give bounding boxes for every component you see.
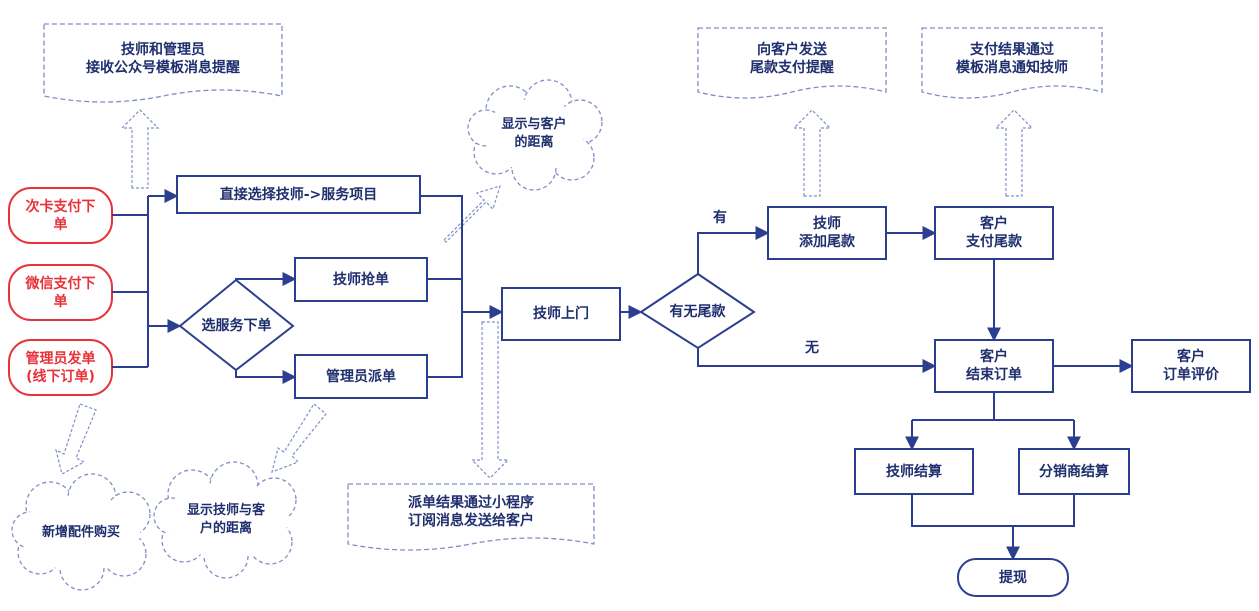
hollow-arrow-up-pay-result (994, 109, 1034, 197)
process-customer-pay-balance: 客户 支付尾款 (966, 216, 1022, 250)
process-tech-visit: 技师上门 (533, 306, 589, 322)
start-card-pay: 次卡支付下 单 (25, 198, 96, 233)
terminal-withdraw-label: 提现 (999, 569, 1027, 586)
connector-tech-settle-down (911, 494, 1075, 527)
process-distributor-settle: 分销商结算 (1039, 463, 1109, 480)
process-grab-order: 技师抢单 (333, 271, 389, 288)
note-shape-template (43, 23, 283, 103)
hollow-arrow-down-dispatch (470, 321, 510, 479)
box-tech-settle (854, 448, 974, 495)
connector-diamond-to-grab (235, 272, 297, 286)
hollow-arrow-diag-distance (443, 185, 501, 243)
edge-label-yes: 有 (713, 210, 727, 226)
cloud-buy-parts: 新增配件购买 (41, 525, 120, 540)
hollow-arrow-up-balance (792, 109, 832, 197)
process-tech-settle: 技师结算 (886, 463, 942, 480)
box-direct-select (176, 175, 421, 214)
box-distributor-settle (1018, 448, 1130, 495)
cloud-show-tech-distance: 显示技师与客 户的距离 (186, 503, 265, 536)
note-shape-dispatch (347, 483, 595, 551)
box-customer-pay-balance (934, 206, 1054, 260)
connector-yes (697, 226, 770, 274)
process-tech-add-balance: 技师 添加尾款 (799, 216, 855, 250)
note-shape-balance (697, 27, 887, 99)
process-customer-end-order: 客户 结束订单 (966, 349, 1022, 383)
box-tech-add-balance (767, 206, 887, 260)
decision-select-order: 选服务下单 (201, 318, 272, 334)
note-pay-result-notice: 支付结果通过 模板消息通知技师 (956, 42, 1068, 76)
edge-label-no: 无 (805, 340, 819, 356)
note-send-balance-notice: 向客户发送 尾款支付提醒 (750, 42, 834, 76)
connector-dispatch-out (427, 312, 463, 378)
box-tech-visit (501, 287, 621, 341)
process-admin-dispatch: 管理员派单 (326, 368, 396, 385)
process-direct-select: 直接选择技师->服务项目 (219, 186, 378, 203)
hollow-arrow-up-template (120, 109, 160, 189)
process-customer-review: 客户 订单评价 (1163, 349, 1219, 383)
decision-has-balance: 有无尾款 (669, 304, 726, 320)
box-customer-review (1131, 339, 1251, 393)
connector-diamond-to-dispatch (235, 370, 297, 384)
hollow-arrow-diag-tech-distance (271, 403, 327, 473)
start-admin-order: 管理员发单 (线下订单) (25, 350, 96, 385)
note-dispatch-result-notice: 派单结果通过小程序 订阅消息发送给客户 (408, 495, 534, 529)
note-shape-pay-result (921, 27, 1103, 99)
start-wechat-pay: 微信支付下 单 (25, 275, 96, 310)
hollow-arrow-diag-parts (55, 403, 97, 475)
note-template-notice: 技师和管理员 接收公众号模板消息提醒 (86, 42, 240, 76)
cloud-show-distance: 显示与客户 的距离 (501, 117, 567, 150)
connector-direct-out (420, 195, 463, 312)
connector-no (697, 348, 937, 373)
